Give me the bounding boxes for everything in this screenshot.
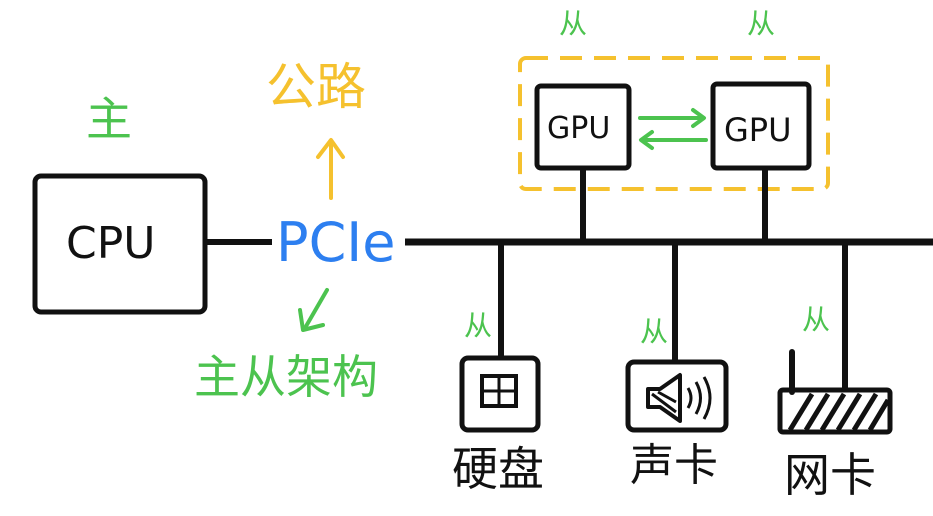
router-icon: [777, 349, 893, 435]
gpu-box-2: [710, 81, 812, 171]
arrow-up-icon: [316, 138, 345, 159]
speaker-icon: [625, 359, 729, 433]
sound-card-label: 声卡: [630, 440, 718, 491]
gpu-2-label: GPU: [724, 111, 792, 149]
disk-role-label: 从: [464, 309, 493, 342]
gpu-1-label: GPU: [547, 111, 611, 146]
arrow-right-icon: [691, 108, 706, 128]
cpu-label: CPU: [66, 218, 156, 269]
arrow-down-shaft: [303, 288, 329, 330]
disk-label: 硬盘: [452, 442, 544, 496]
arrow-left-icon: [639, 130, 654, 150]
purpose-label: 公路: [266, 58, 366, 116]
gpu-group-box: [518, 56, 830, 191]
master-label: 主: [86, 92, 132, 146]
gpu-2-role-label: 从: [747, 7, 776, 40]
gpu-1-role-label: 从: [559, 7, 588, 40]
bus-label: PCIe: [276, 211, 396, 274]
sound-card-role-label: 从: [640, 315, 669, 348]
nic-label: 网卡: [784, 448, 876, 502]
arrow-down-icon: [298, 308, 325, 332]
nic-role-label: 从: [802, 303, 831, 336]
architecture-label: 主从架构: [194, 350, 378, 404]
hard-drive-icon: [459, 355, 541, 433]
